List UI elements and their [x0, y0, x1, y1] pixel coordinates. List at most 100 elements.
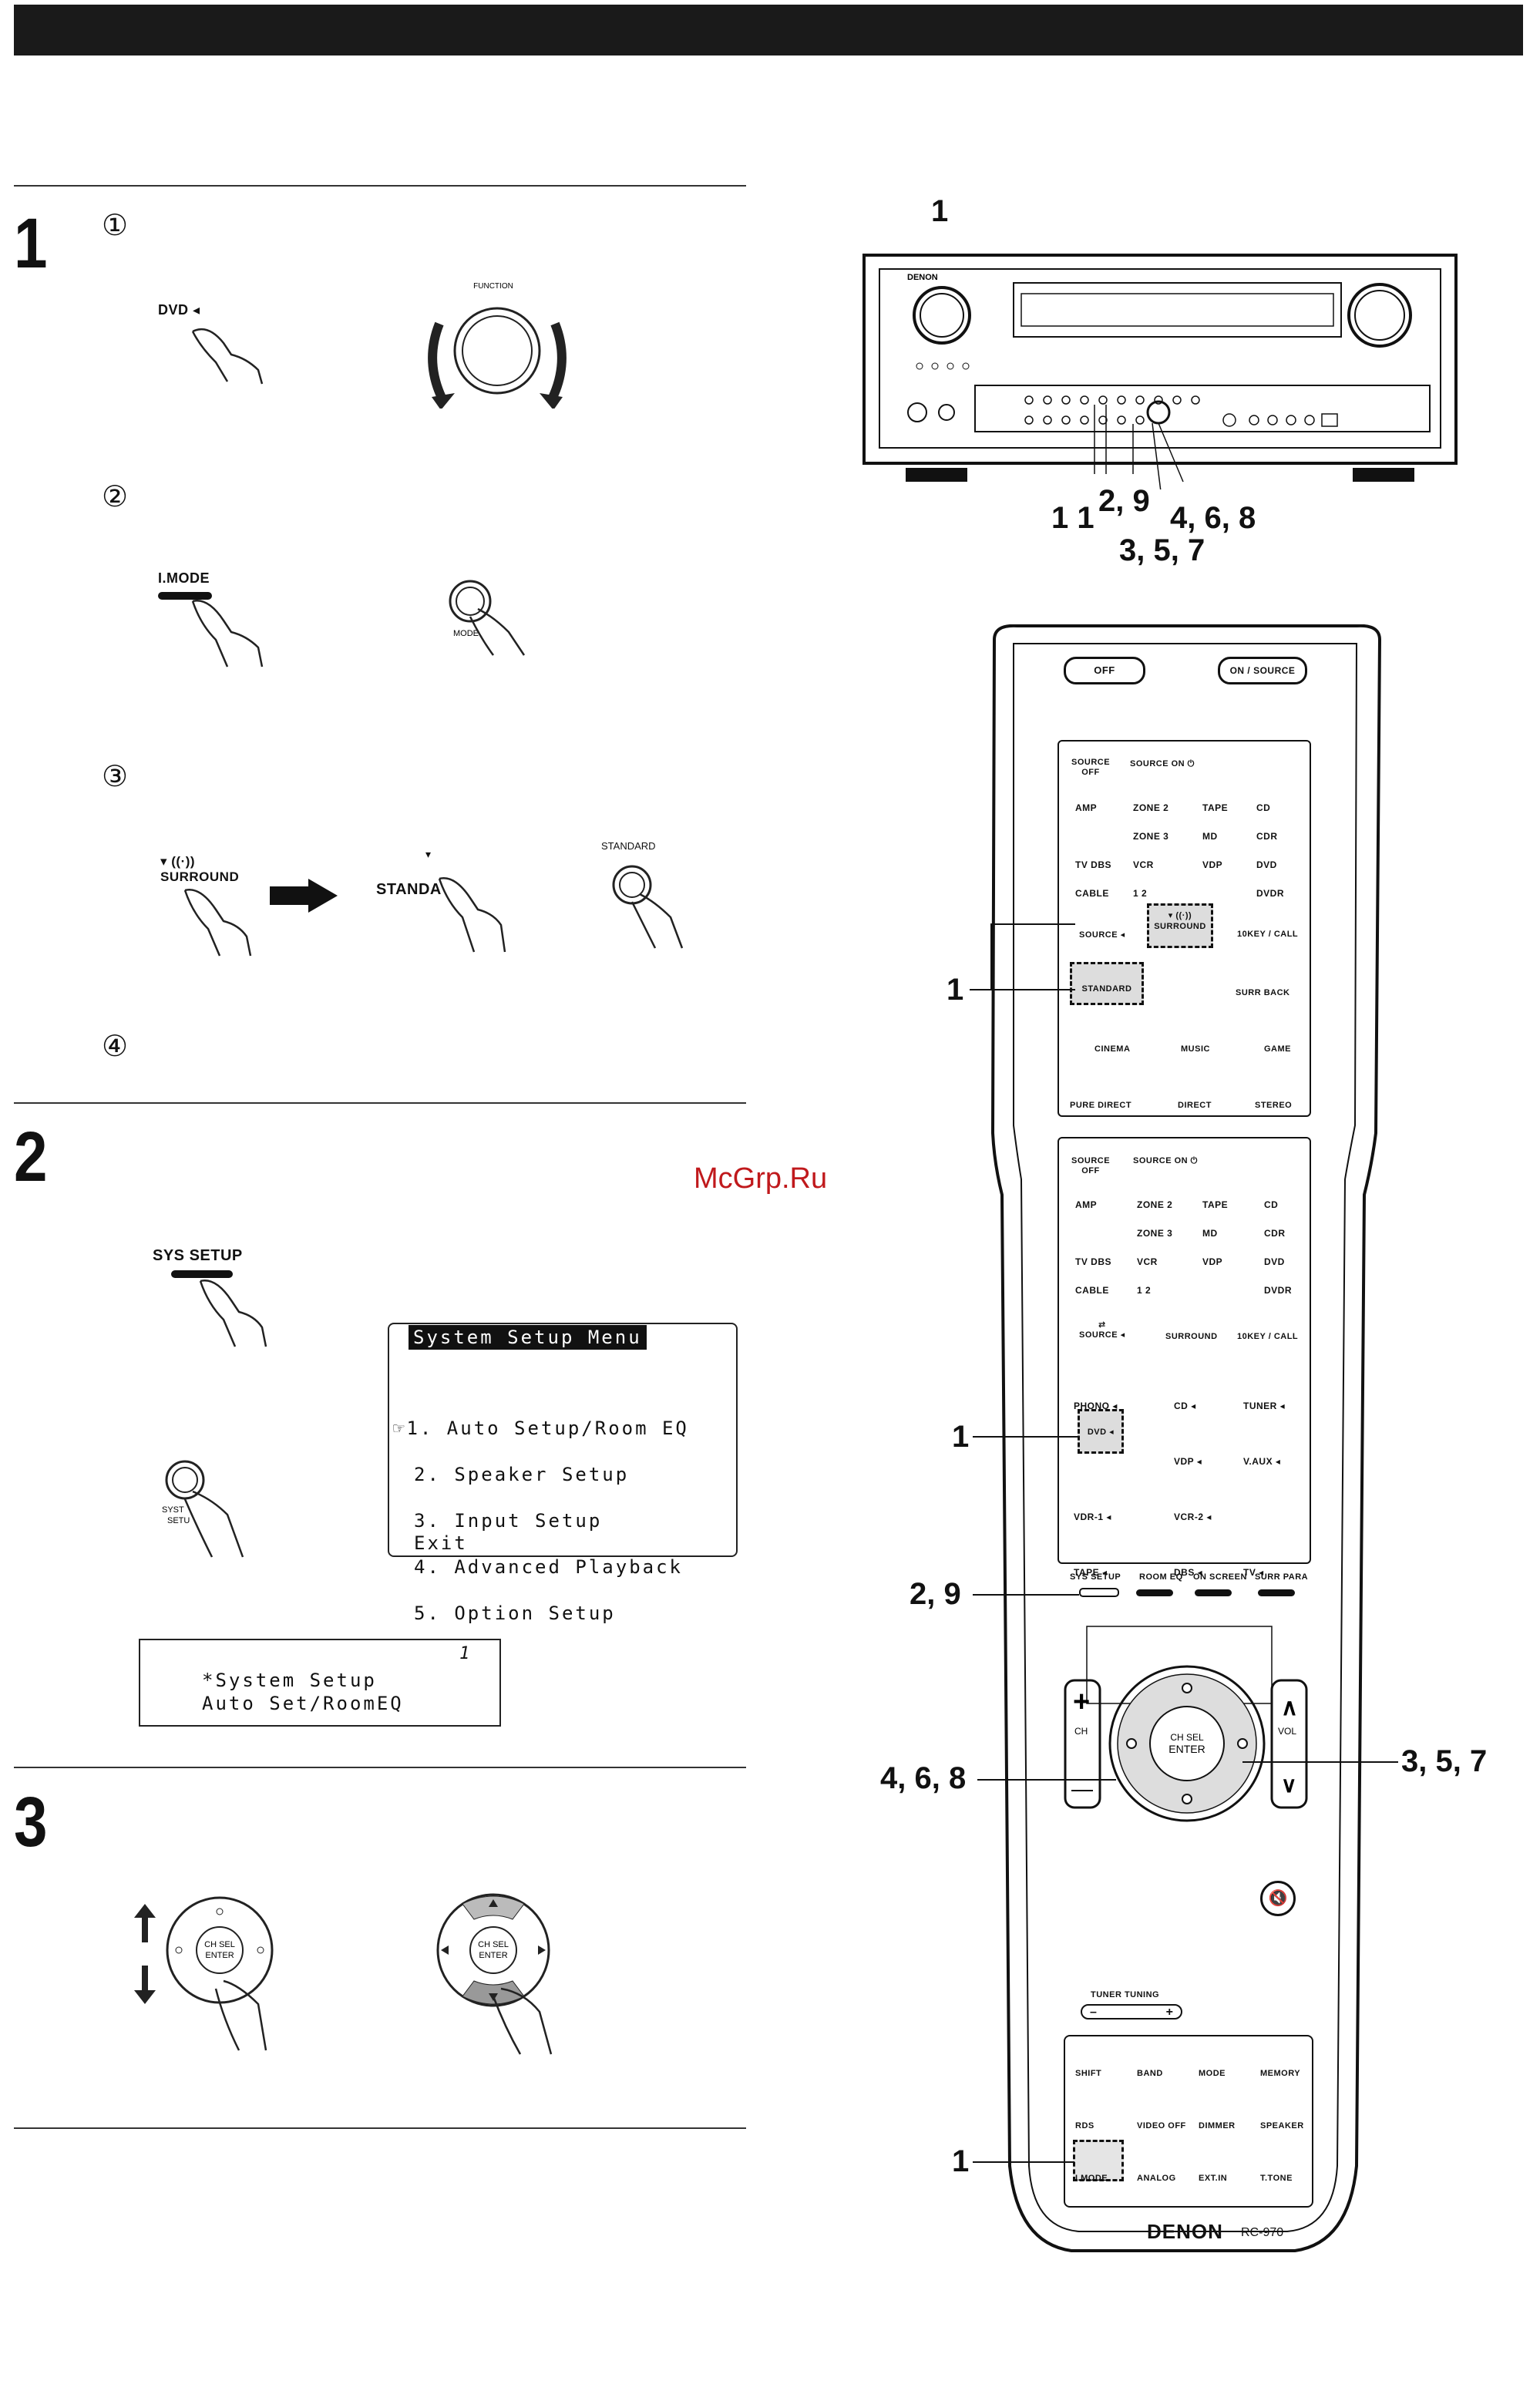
tuner-button[interactable]: TUNER ◂ — [1243, 1401, 1286, 1411]
source-on-tab[interactable]: SOURCE ON ⏻ — [1133, 1156, 1198, 1165]
surround-button[interactable]: ▾ ((·))SURROUND — [1147, 903, 1213, 948]
dvdr-button[interactable]: DVDR — [1264, 1285, 1293, 1296]
zone3-button[interactable]: ZONE 3 — [1133, 831, 1169, 842]
lcd-panel-input — [1057, 1137, 1311, 1564]
music-button[interactable]: MUSIC — [1181, 1044, 1210, 1054]
source-button[interactable]: SOURCE ◂ — [1079, 930, 1125, 940]
on-source-button[interactable]: ON / SOURCE — [1218, 657, 1307, 684]
source-off-tab[interactable]: SOURCE OFF — [1071, 1156, 1111, 1175]
direct-button[interactable]: DIRECT — [1178, 1101, 1212, 1110]
t-tone-button[interactable]: T.TONE — [1260, 2174, 1293, 2183]
md-button[interactable]: MD — [1202, 831, 1218, 842]
callout-label: 1 — [952, 1420, 970, 1454]
analog-button[interactable]: ANALOG — [1137, 2174, 1176, 2183]
cdr-button[interactable]: CDR — [1256, 831, 1278, 842]
standard-button[interactable]: STANDARD — [1070, 962, 1144, 1005]
vaux-button[interactable]: V.AUX ◂ — [1243, 1456, 1281, 1467]
dvd-input-button[interactable]: DVD ◂ — [1078, 1409, 1124, 1454]
room-eq-button[interactable]: ROOM EQ — [1139, 1572, 1183, 1582]
mute-icon[interactable]: 🔇 — [1260, 1881, 1296, 1916]
mode-button[interactable]: MODE — [1199, 2069, 1226, 2078]
cable-button[interactable]: CABLE — [1075, 888, 1109, 899]
callout-label: 1 — [952, 2144, 970, 2178]
surround-button[interactable]: SURROUND — [1165, 1332, 1218, 1341]
dvd-button[interactable]: DVD — [1256, 859, 1277, 870]
tape-input-button[interactable]: TAPE ◂ — [1074, 1567, 1108, 1578]
surr-para-button[interactable]: SURR PARA — [1255, 1572, 1309, 1582]
cable-button[interactable]: CABLE — [1075, 1285, 1109, 1296]
source-off-tab[interactable]: SOURCE OFF — [1071, 758, 1111, 777]
tuner-tuning-rocker[interactable]: –+ — [1081, 2004, 1182, 2019]
shift-button[interactable]: SHIFT — [1075, 2069, 1102, 2078]
vcr12-button[interactable]: 1 2 — [1137, 1285, 1152, 1296]
sys-setup-remote-button[interactable]: SYS SETUP — [1070, 1572, 1121, 1582]
tenkey-button[interactable]: 10KEY / CALL — [1237, 1332, 1299, 1341]
zone2-button[interactable]: ZONE 2 — [1137, 1199, 1173, 1210]
md-button[interactable]: MD — [1202, 1228, 1218, 1239]
menu-item[interactable]: 2. Speaker Setup — [414, 1464, 630, 1485]
vdp-input-button[interactable]: VDP ◂ — [1174, 1456, 1202, 1467]
vcr12-button[interactable]: 1 2 — [1133, 888, 1148, 899]
lcd-panel-mode — [1057, 740, 1311, 1117]
sys-setup-button[interactable] — [171, 1270, 233, 1278]
vcr2-button[interactable]: VCR-2 ◂ — [1174, 1512, 1212, 1522]
divider — [14, 1102, 746, 1104]
menu-item[interactable]: 3. Input Setup — [414, 1510, 603, 1532]
hand-press-icon — [438, 877, 506, 953]
ext-in-button[interactable]: EXT.IN — [1199, 2174, 1228, 2183]
tv-button[interactable]: TV ◂ — [1243, 1567, 1264, 1578]
tape-button[interactable]: TAPE — [1202, 802, 1229, 813]
svg-text:CH SEL: CH SEL — [478, 1940, 509, 1949]
menu-exit[interactable]: Exit — [414, 1532, 468, 1554]
rds-button[interactable]: RDS — [1075, 2121, 1094, 2130]
vdr1-button[interactable]: VDR-1 ◂ — [1074, 1512, 1111, 1522]
step-number: 3 — [14, 1783, 48, 1861]
off-button[interactable]: OFF — [1064, 657, 1145, 684]
menu-item[interactable]: ☞1. Auto Setup/Room EQ — [393, 1418, 689, 1439]
stereo-button[interactable]: STEREO — [1255, 1101, 1293, 1110]
menu-item[interactable]: 4. Advanced Playback — [414, 1556, 683, 1578]
sys-setup-key[interactable] — [1079, 1588, 1119, 1597]
zone3-button[interactable]: ZONE 3 — [1137, 1228, 1173, 1239]
dbs-button[interactable]: DBS ◂ — [1174, 1567, 1203, 1578]
surround-label: ▾ ((·)) SURROUND — [160, 854, 240, 884]
substep-marker: ③ — [102, 759, 129, 793]
tv-dbs-button[interactable]: TV DBS — [1075, 1256, 1112, 1267]
source-on-tab[interactable]: SOURCE ON ⏻ — [1130, 759, 1195, 768]
menu-item[interactable]: 5. Option Setup — [414, 1602, 616, 1624]
on-screen-button[interactable]: ON SCREEN — [1193, 1572, 1247, 1582]
room-eq-key[interactable] — [1136, 1589, 1173, 1596]
vdp-button[interactable]: VDP — [1202, 1256, 1223, 1267]
dvd-button[interactable]: DVD — [1264, 1256, 1285, 1267]
video-off-button[interactable]: VIDEO OFF — [1137, 2121, 1186, 2130]
pure-direct-button[interactable]: PURE DIRECT — [1070, 1101, 1132, 1110]
vcr-button[interactable]: VCR — [1133, 859, 1154, 870]
tenkey-button[interactable]: 10KEY / CALL — [1237, 930, 1299, 939]
svg-text:SETU: SETU — [167, 1516, 190, 1525]
cdr-button[interactable]: CDR — [1264, 1228, 1286, 1239]
imode-button[interactable] — [158, 592, 212, 600]
cd-button[interactable]: CD — [1264, 1199, 1279, 1210]
dvdr-button[interactable]: DVDR — [1256, 888, 1285, 899]
source-button[interactable]: ⇄SOURCE ◂ — [1079, 1320, 1125, 1340]
game-button[interactable]: GAME — [1264, 1044, 1291, 1054]
vdp-button[interactable]: VDP — [1202, 859, 1223, 870]
zone2-button[interactable]: ZONE 2 — [1133, 802, 1169, 813]
cinema-button[interactable]: CINEMA — [1094, 1044, 1131, 1054]
vcr-button[interactable]: VCR — [1137, 1256, 1158, 1267]
amp-button[interactable]: AMP — [1075, 1199, 1098, 1210]
on-screen-key[interactable] — [1195, 1589, 1232, 1596]
amp-button[interactable]: AMP — [1075, 802, 1098, 813]
dimmer-button[interactable]: DIMMER — [1199, 2121, 1236, 2130]
display-line1: *System Setup — [202, 1670, 377, 1691]
cd-input-button[interactable]: CD ◂ — [1174, 1401, 1196, 1411]
phono-button[interactable]: PHONO ◂ — [1074, 1401, 1118, 1411]
tv-dbs-button[interactable]: TV DBS — [1075, 859, 1112, 870]
speaker-button[interactable]: SPEAKER — [1260, 2121, 1304, 2130]
band-button[interactable]: BAND — [1137, 2069, 1163, 2078]
memory-button[interactable]: MEMORY — [1260, 2069, 1301, 2078]
surr-para-key[interactable] — [1258, 1589, 1295, 1596]
surr-back-button[interactable]: SURR BACK — [1236, 988, 1290, 997]
cd-button[interactable]: CD — [1256, 802, 1271, 813]
tape-button[interactable]: TAPE — [1202, 1199, 1229, 1210]
